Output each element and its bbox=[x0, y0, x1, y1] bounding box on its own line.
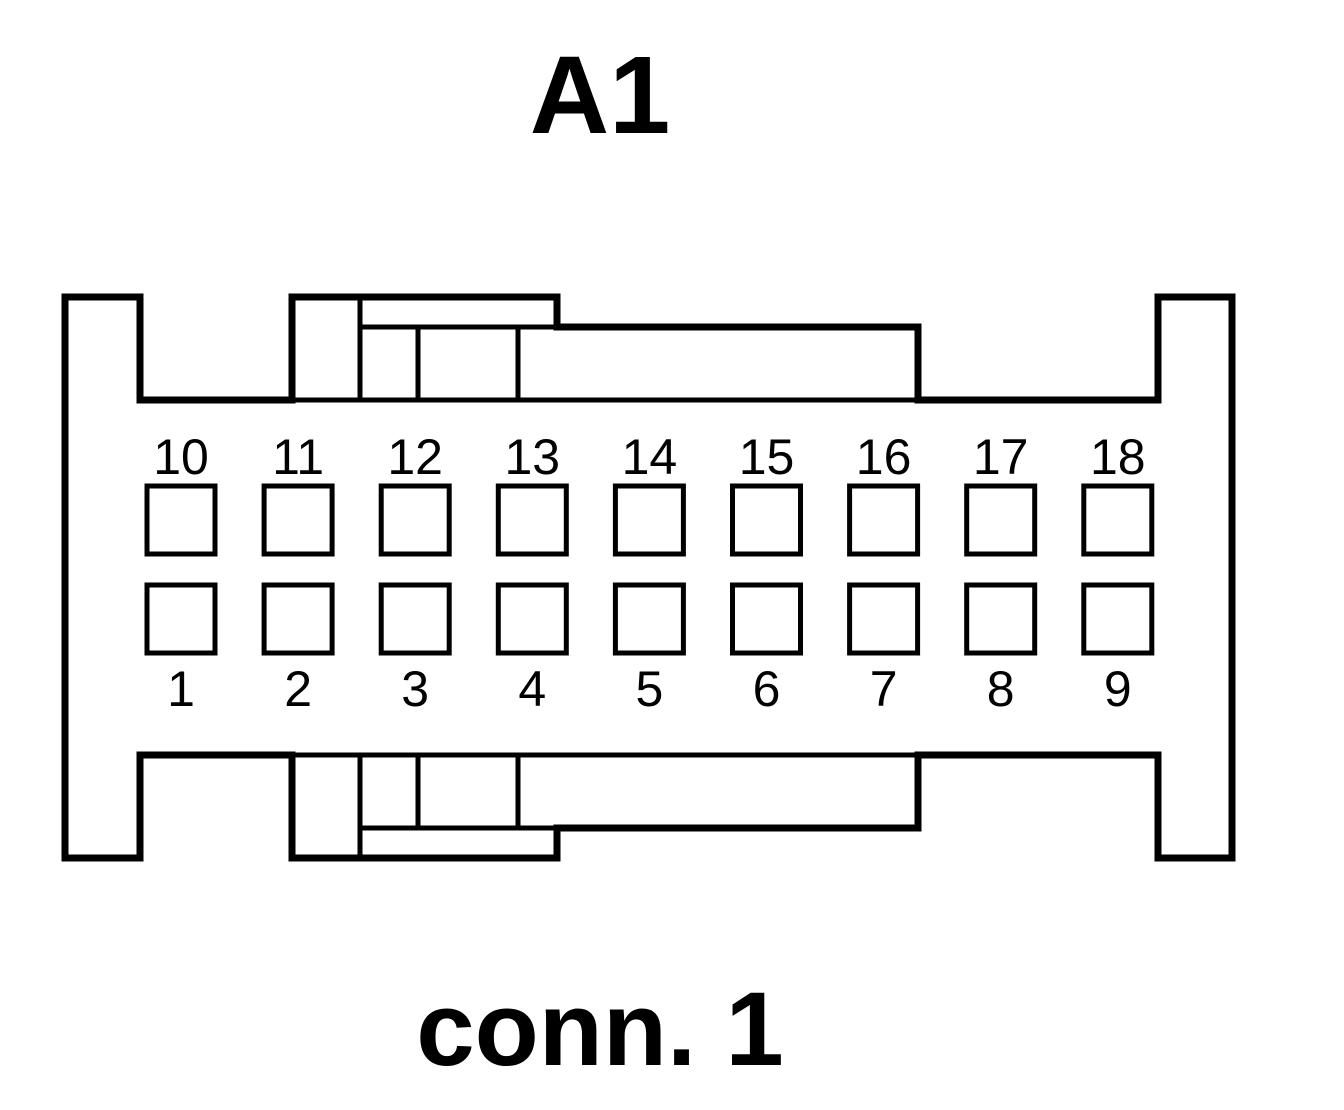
connector-housing bbox=[61, 293, 1236, 862]
bottom-latch bbox=[292, 752, 918, 858]
pin-18-label: 18 bbox=[1090, 429, 1146, 485]
pin-12-label: 12 bbox=[387, 429, 443, 485]
pin-6-socket bbox=[730, 582, 803, 656]
pin-row-top: 10 11 12 13 14 15 16 17 18 bbox=[144, 429, 1155, 557]
pin-11-socket bbox=[261, 483, 335, 557]
pin-row-bottom: 1 2 3 4 5 6 7 8 9 bbox=[144, 582, 1155, 717]
pin-1-socket bbox=[144, 582, 218, 656]
pin-10-label: 10 bbox=[153, 429, 209, 485]
pin-11-label: 11 bbox=[272, 429, 324, 485]
pin-3-label: 3 bbox=[401, 661, 429, 717]
pin-13-label: 13 bbox=[504, 429, 560, 485]
top-latch bbox=[292, 297, 918, 403]
connector-caption: conn. 1 bbox=[416, 971, 784, 1088]
pin-2-socket bbox=[261, 582, 335, 656]
pin-14-label: 14 bbox=[622, 429, 678, 485]
pin-8-socket bbox=[964, 582, 1038, 656]
connector-title: A1 bbox=[530, 34, 671, 157]
pin-17-label: 17 bbox=[973, 429, 1029, 485]
pin-8-label: 8 bbox=[987, 661, 1015, 717]
pin-10-socket bbox=[144, 483, 218, 557]
pin-3-socket bbox=[378, 582, 452, 656]
pin-15-socket bbox=[730, 483, 803, 557]
pin-4-socket bbox=[495, 582, 569, 656]
pin-1-label: 1 bbox=[167, 661, 195, 717]
pin-6-label: 6 bbox=[753, 661, 781, 717]
pin-18-socket bbox=[1081, 483, 1155, 557]
pin-9-socket bbox=[1081, 582, 1155, 656]
pin-13-socket bbox=[495, 483, 569, 557]
pin-4-label: 4 bbox=[518, 661, 546, 717]
pin-14-socket bbox=[612, 483, 686, 557]
pin-2-label: 2 bbox=[284, 661, 312, 717]
pin-7-label: 7 bbox=[870, 661, 898, 717]
pin-9-label: 9 bbox=[1104, 661, 1132, 717]
pin-5-label: 5 bbox=[635, 661, 663, 717]
pin-12-socket bbox=[378, 483, 452, 557]
pin-16-label: 16 bbox=[856, 429, 912, 485]
pin-17-socket bbox=[964, 483, 1038, 557]
pin-16-socket bbox=[847, 483, 921, 557]
pin-7-socket bbox=[847, 582, 921, 656]
pin-15-label: 15 bbox=[739, 429, 795, 485]
pin-5-socket bbox=[612, 582, 686, 656]
